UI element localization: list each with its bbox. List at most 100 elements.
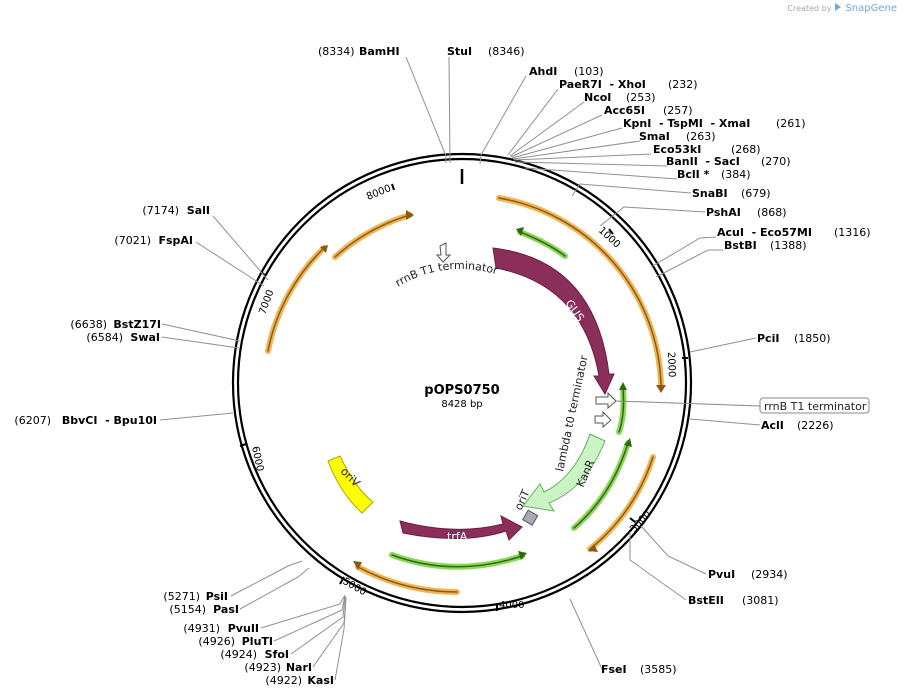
rrnb-callout-label: rrnB T1 terminator [764,400,867,413]
enzyme-pos-pluti: (4926) [198,635,235,648]
enzyme-name-acc65i[interactable]: Acc65I [604,104,645,117]
enzyme-pos-stui: (8346) [488,45,525,58]
enzyme-pos-fspai: (7021) [114,234,151,247]
enzyme-name-paer7i-xhoi[interactable]: PaeR7I - XhoI [559,78,646,91]
kanr-feature[interactable] [522,433,606,512]
enzyme-pos-bsteii: (3081) [742,594,779,607]
orit-feature[interactable] [521,509,539,526]
plasmid-name: pOPS0750 [424,383,499,398]
enzyme-name-pluti[interactable]: PluTI [242,635,273,648]
enzyme-pos-fsei: (3585) [640,663,677,676]
enzyme-name-sfoi[interactable]: SfoI [265,648,289,661]
green-orf-arcs [389,229,631,570]
orf-arc-green-top [517,229,568,259]
orf-arc-green-right [571,440,631,531]
enzyme-pos-swai: (6584) [86,331,123,344]
enzyme-name-bamhi[interactable]: BamHI [359,45,400,58]
enzyme-pos-ncoi: (253) [626,91,656,104]
enzyme-pos-sfoi: (4924) [220,648,257,661]
plasmid-size: 8428 bp [441,399,482,410]
tick-label-8000: 8000 [365,183,393,203]
enzyme-name-bstz17i[interactable]: BstZ17I [113,318,161,331]
trfa-label: trfA [447,530,468,543]
enzyme-pos-sali: (7174) [142,204,179,217]
enzyme-name-banii-saci[interactable]: BanII - SacI [666,155,740,168]
enzyme-pos-paer7i-xhoi: (232) [668,78,698,91]
enzyme-name-pcii[interactable]: PciI [757,332,779,345]
enzyme-name-smai[interactable]: SmaI [639,130,670,143]
enzyme-pos-bstbi: (1388) [770,239,807,252]
enzyme-pos-pvui: (2934) [751,568,788,581]
brand-name: SnapGene [845,2,897,14]
enzyme-pos-kasi: (4922) [265,674,302,687]
enzyme-pos-pasi: (5154) [169,603,206,616]
rrnb-top-terminator-icon[interactable] [435,242,452,263]
enzyme-name-eco53ki[interactable]: Eco53kI [653,143,701,156]
enzyme-name-bsteii[interactable]: BstEII [688,594,724,607]
enzyme-name-bstbi[interactable]: BstBI [724,239,757,252]
enzyme-name-ahdi[interactable]: AhdI [529,65,557,78]
enzyme-name-kpni-tspmi-xmai[interactable]: KpnI - TspMI - XmaI [623,117,750,130]
lambda-terminator-icon[interactable] [594,410,612,429]
enzyme-name-pasi[interactable]: PasI [213,603,239,616]
enzyme-name-bbvci-bpu10i[interactable]: BbvCI - Bpu10I [62,414,157,427]
oriv-feature[interactable] [327,455,374,514]
backbone-outer [231,152,693,614]
enzyme-pos-acc65i: (257) [663,104,693,117]
enzyme-pos-smai: (263) [686,130,716,143]
enzyme-name-nari[interactable]: NarI [286,661,312,674]
brand-created-by: Created by [787,3,832,13]
enzyme-pos-pcii: (1850) [794,332,831,345]
green-arc-arrowheads [516,227,632,560]
tick-label-4000: 4000 [499,600,524,611]
enzyme-name-pshai[interactable]: PshAI [706,206,741,219]
enzyme-pos-nari: (4923) [244,661,281,674]
ring-ticks [239,183,688,611]
orf-arc-green-bottom [389,552,525,570]
enzyme-name-fspai[interactable]: FspAI [158,234,193,247]
enzyme-pos-psii: (5271) [163,590,200,603]
tick-label-7000: 7000 [257,288,276,316]
orf-arc-right-lower [587,454,656,552]
enzyme-name-snabi[interactable]: SnaBI [692,187,728,200]
enzyme-name-bcli[interactable]: BclI * [677,168,710,181]
backbone-inner [236,157,688,609]
orf-arc-left [265,245,327,354]
enzyme-pos-pvuii: (4931) [183,622,220,635]
enzyme-name-ncoi[interactable]: NcoI [584,91,611,104]
cut-site-lines [159,56,761,681]
orange-orf-arcs [265,195,664,595]
enzyme-pos-bbvci-bpu10i: (6207) [14,414,51,427]
snapgene-logo-icon [834,2,842,14]
enzyme-name-pvuii[interactable]: PvuII [228,622,259,635]
enzyme-name-stui[interactable]: StuI [447,45,472,58]
enzyme-pos-bamhi: (8334) [318,45,355,58]
rrnb-callout-box[interactable] [759,397,870,414]
orf-arc-top-right [496,195,664,388]
enzyme-pos-snabi: (679) [741,187,771,200]
enzyme-pos-pshai: (868) [757,206,787,219]
enzyme-pos-bcli: (384) [721,168,751,181]
enzyme-name-psii[interactable]: PsiI [206,590,228,603]
enzyme-pos-acli: (2226) [797,419,834,432]
enzyme-pos-eco53ki: (268) [731,143,761,156]
enzyme-pos-banii-saci: (270) [761,155,791,168]
enzyme-pos-ahdi: (103) [574,65,604,78]
tick-label-6000: 6000 [249,445,265,472]
enzyme-pos-bstz17i: (6638) [70,318,107,331]
gus-feature[interactable] [492,247,615,396]
rrnb-callout-line [615,400,761,407]
enzyme-name-sali[interactable]: SalI [187,204,210,217]
rrnb-top-label: rrnB T1 terminator [393,259,500,290]
orf-arc-green-short [616,385,627,435]
enzyme-name-pvui[interactable]: PvuI [708,568,735,581]
enzyme-name-kasi[interactable]: KasI [307,674,334,687]
rrnb-right-terminator-icon[interactable] [595,391,617,410]
enzyme-name-swai[interactable]: SwaI [130,331,160,344]
enzyme-name-acli[interactable]: AclI [761,419,784,432]
trfa-feature[interactable] [399,515,523,541]
orf-arc-bottom [355,564,460,595]
enzyme-name-acui-eco57mi[interactable]: AcuI - Eco57MI [717,226,812,239]
enzyme-name-fsei[interactable]: FseI [601,663,627,676]
